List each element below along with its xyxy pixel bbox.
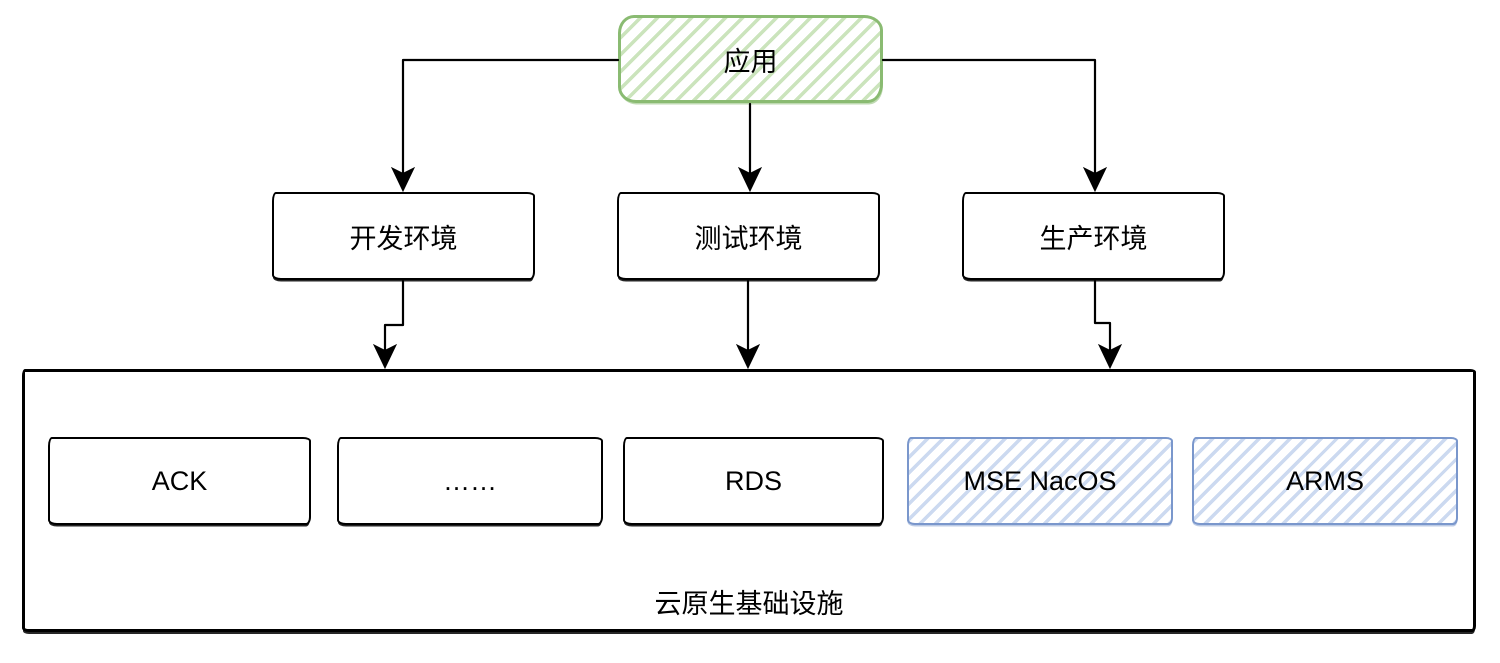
service-node-rds-label: RDS [724,465,782,496]
env-node-dev-label: 开发环境 [349,223,458,254]
arrowhead-icon [1082,166,1108,193]
env-node-test-label: 测试环境 [694,223,803,254]
arrowhead-icon [735,343,761,370]
env-node-prod: 生产环境 [962,192,1225,280]
app-node-label: 应用 [723,46,778,77]
service-node-ellipsis-label: …… [443,465,497,496]
env-node-dev: 开发环境 [272,192,535,280]
connector-app-to-dev [390,58,620,193]
infra-label: 云原生基础设施 [654,589,844,619]
arrowhead-icon [1097,343,1123,370]
service-node-arms: ARMS [1192,437,1458,525]
connector-app-to-prod [881,58,1108,193]
env-node-test: 测试环境 [617,192,880,280]
infra-container: ACK …… RDS MSE NacOS ARMS 云原生基础设施 [22,369,1476,632]
arrowhead-icon [372,343,398,370]
service-node-arms-label: ARMS [1285,465,1364,496]
service-node-mse-nacos-label: MSE NacOS [963,465,1117,496]
service-node-ack: ACK [48,437,311,525]
connector-app-to-test [737,102,763,193]
connector-test-to-infra [735,279,761,370]
connector-prod-to-infra [1093,279,1123,370]
env-node-prod-label: 生产环境 [1039,223,1148,254]
arrowhead-icon [390,166,416,193]
connector-dev-to-infra [372,279,405,370]
service-node-rds: RDS [623,437,884,525]
app-node: 应用 [618,15,883,103]
service-node-mse-nacos: MSE NacOS [907,437,1173,525]
service-node-ellipsis: …… [337,437,603,525]
service-node-ack-label: ACK [151,465,208,496]
arrowhead-icon [737,166,763,193]
